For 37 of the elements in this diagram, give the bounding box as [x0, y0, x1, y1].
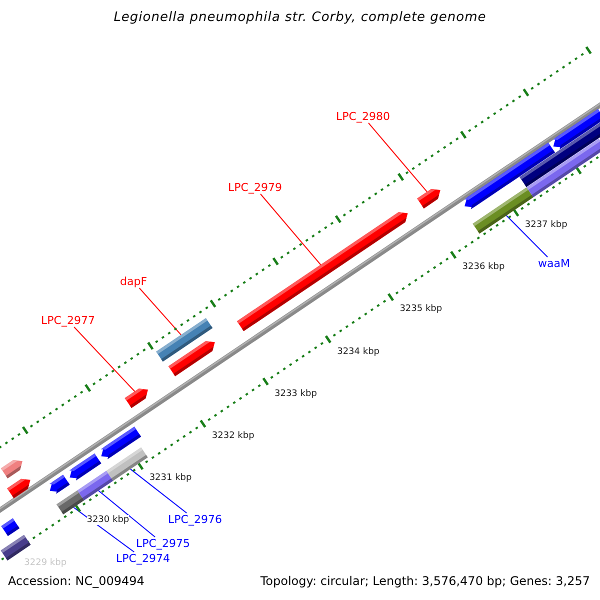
scale-label: 3232 kbp: [212, 431, 254, 442]
gene-block: [1, 518, 20, 536]
scale-label: 3235 kbp: [400, 304, 442, 314]
gene-block: [0, 460, 22, 478]
gene-label: LPC_2976: [168, 513, 222, 526]
leader-line: [130, 468, 188, 514]
gene-block: [417, 188, 440, 208]
leader-line: [98, 490, 156, 538]
leader-line: [506, 214, 548, 258]
scale-label: 3230 kbp: [86, 515, 130, 526]
gene-block: [69, 453, 102, 480]
gene-block: [7, 478, 30, 498]
gene-block: [552, 109, 600, 150]
gene-block: [49, 474, 70, 494]
scale-label: 3231 kbp: [149, 473, 192, 484]
gene-block: [124, 388, 148, 408]
gene-label: LPC_2977: [41, 314, 95, 327]
scale-label: 3236 kbp: [462, 262, 505, 272]
gene-block: [56, 490, 84, 514]
leader-line: [138, 288, 182, 336]
scale-label: 3234 kbp: [337, 346, 380, 357]
scale-label: 3237 kbp: [524, 220, 568, 230]
gene-label: LPC_2979: [228, 181, 282, 194]
leader-line: [74, 326, 136, 392]
leader-line: [368, 122, 428, 192]
gene-block: [100, 426, 142, 460]
leader-line: [260, 194, 322, 266]
gene-label: LPC_2980: [336, 110, 390, 123]
gene-label: LPC_2974: [116, 552, 170, 565]
gene-label: waaM: [538, 257, 570, 270]
gene-label: LPC_2975: [136, 537, 190, 550]
scale-label: 3233 kbp: [274, 388, 317, 399]
title: Legionella pneumophila str. Corby, complete genome: [112, 10, 488, 25]
genome-info-text: Topology: circular; Length: 3,576,470 bp; Genes: 3,257: [260, 574, 590, 588]
gene-block: [168, 341, 215, 376]
accession-text: Accession: NC_009494: [8, 574, 144, 588]
gene-label: dapF: [120, 275, 148, 288]
